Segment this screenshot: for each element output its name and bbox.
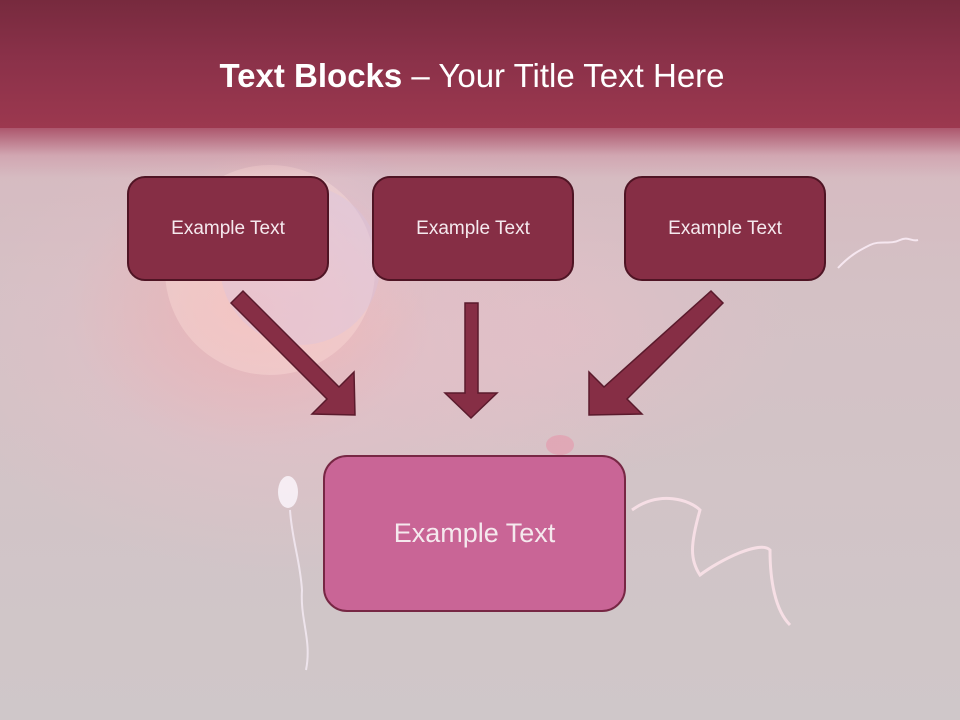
flagellum-illustration xyxy=(289,509,309,671)
slide-title: Text Blocks – Your Title Text Here xyxy=(0,54,944,98)
flagellum-illustration xyxy=(837,237,919,269)
text-block-1[interactable]: Example Text xyxy=(127,176,329,281)
arrow-down-right-icon[interactable] xyxy=(229,289,356,416)
flagellum-illustration xyxy=(631,496,792,627)
result-text-block-label: Example Text xyxy=(393,518,556,548)
text-block-3[interactable]: Example Text xyxy=(624,176,826,281)
title-bar xyxy=(0,0,960,128)
result-text-block[interactable]: Example Text xyxy=(323,455,626,612)
title-dash: – xyxy=(402,57,439,94)
title-regular-part: Your Title Text Here xyxy=(438,57,725,94)
arrow-down-icon[interactable] xyxy=(443,302,499,420)
text-block-1-label: Example Text xyxy=(171,217,285,239)
sperm-head-illustration xyxy=(546,435,574,455)
sperm-head-illustration xyxy=(278,476,298,508)
text-block-3-label: Example Text xyxy=(668,217,782,239)
title-bold-part: Text Blocks xyxy=(219,57,403,94)
arrow-down-left-icon[interactable] xyxy=(588,289,725,416)
text-block-2[interactable]: Example Text xyxy=(372,176,574,281)
text-block-2-label: Example Text xyxy=(416,217,530,239)
title-bar-fade xyxy=(0,128,960,178)
